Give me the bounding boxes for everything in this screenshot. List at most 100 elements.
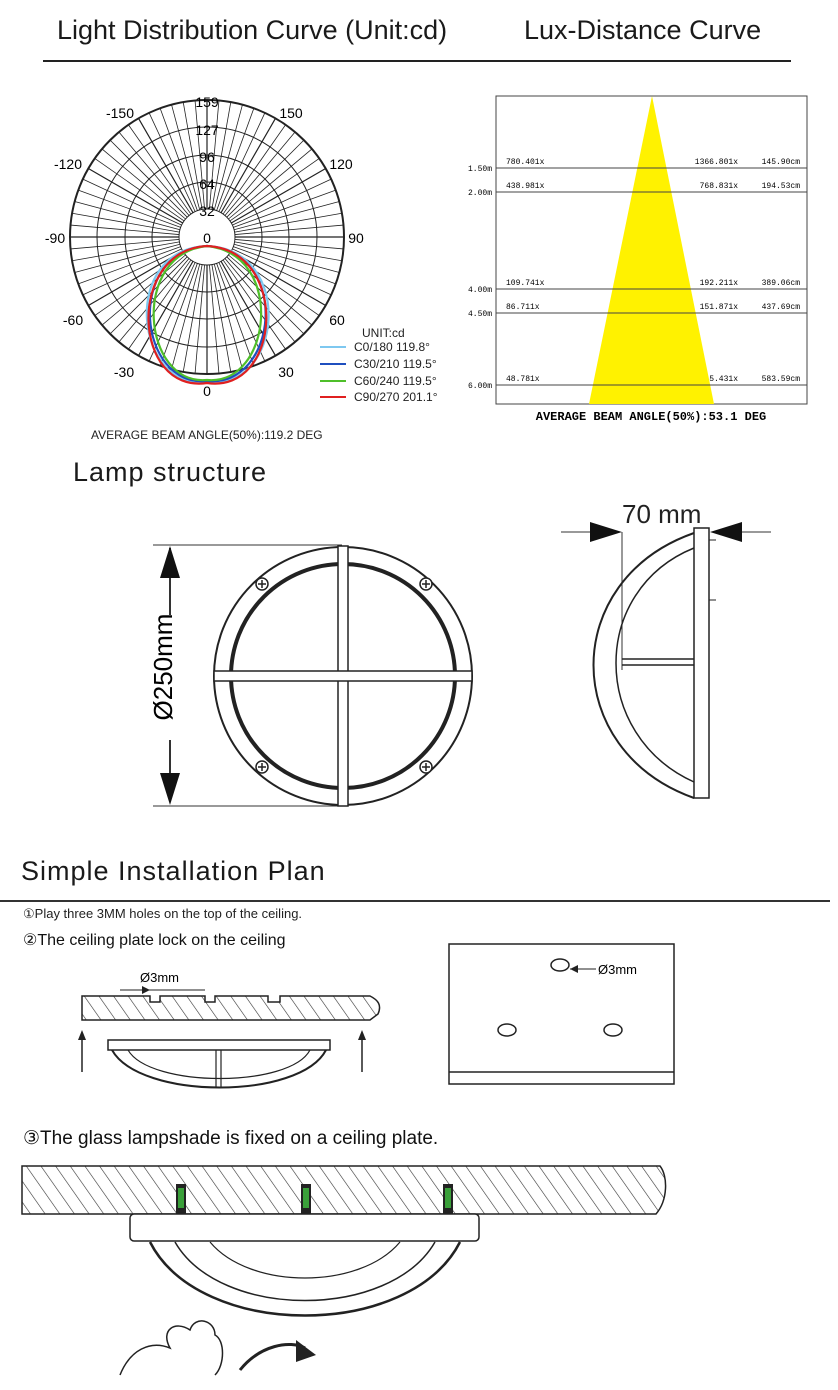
polar-spoke	[101, 148, 186, 220]
polar-curves	[145, 244, 270, 385]
angle-label-60: 60	[329, 312, 345, 328]
polar-spoke	[228, 148, 313, 220]
lux-left-value: 86.711x	[506, 303, 540, 312]
polar-spoke	[82, 248, 182, 296]
lux-left-value: 438.981x	[506, 182, 545, 191]
polar-spoke	[171, 104, 201, 211]
lux-left-value: 780.401x	[506, 158, 545, 167]
polar-spoke	[229, 158, 320, 222]
lux-left-value: 109.741x	[506, 279, 545, 288]
polar-spoke	[234, 239, 344, 250]
curve-c90-270	[147, 244, 268, 385]
legend-label: C30/210 119.5°	[354, 357, 437, 371]
lux-mid-value: 151.871x	[700, 303, 739, 312]
lux-mid-value: 192.211x	[700, 279, 739, 288]
polar-spoke	[222, 259, 286, 350]
polar-spoke	[70, 224, 180, 235]
polar-spoke	[128, 259, 192, 350]
polar-spoke	[194, 264, 205, 374]
polar-grid	[69, 99, 345, 375]
polar-spoke	[137, 260, 194, 356]
angle-label-minus60: -60	[63, 312, 83, 328]
lux-right-value: 389.06cm	[762, 279, 801, 288]
polar-spoke	[74, 243, 181, 273]
polar-spoke	[230, 167, 326, 224]
polar-spoke	[233, 201, 340, 231]
ceiling-drill-diagram: Ø3mm Ø3mm	[78, 943, 675, 1089]
lux-mid-value: 5.431x	[709, 375, 738, 384]
legend-entry: C60/240 119.5°	[320, 374, 437, 388]
lux-right-value: 145.90cm	[762, 158, 801, 167]
lux-distance-label: 4.50m	[468, 310, 492, 319]
legend-swatch	[320, 396, 346, 398]
angle-label-minus90: -90	[45, 230, 65, 246]
polar-chart: 159 127 96 64 32 0 -150 150 -120 120 -90…	[45, 94, 364, 399]
lux-distance-label: 2.00m	[468, 189, 492, 198]
polar-spoke	[137, 118, 194, 214]
polar-spoke	[194, 100, 205, 210]
polar-spoke	[211, 264, 232, 372]
lux-cone	[589, 96, 714, 404]
legend-label: C90/270 201.1°	[354, 390, 438, 404]
polar-spoke	[226, 256, 305, 335]
polar-spoke	[148, 112, 196, 212]
lamp-structure-title: Lamp structure	[73, 457, 268, 487]
angle-label-0: 0	[203, 383, 211, 399]
radial-label-96: 96	[199, 149, 215, 165]
radial-label-64: 64	[199, 176, 215, 192]
polar-spoke	[159, 108, 198, 211]
polar-spoke	[78, 246, 181, 285]
step-3-text: ③The glass lampshade is fixed on a ceili…	[23, 1128, 439, 1149]
radial-label-0: 0	[203, 230, 211, 246]
radial-label-32: 32	[199, 203, 215, 219]
legend-entry: C30/210 119.5°	[320, 357, 437, 371]
lamp-front-view: Ø250mm	[148, 544, 473, 807]
lux-right-value: 194.53cm	[762, 182, 801, 191]
lamp-side-view	[561, 522, 771, 799]
header-divider	[43, 60, 791, 62]
lux-distance-label: 6.00m	[468, 382, 492, 391]
lux-distance-label: 1.50m	[468, 165, 492, 174]
polar-spoke	[234, 224, 344, 235]
angle-label-90: 90	[348, 230, 364, 246]
polar-spoke	[159, 263, 198, 366]
polar-spoke	[72, 212, 180, 233]
polar-beam-angle: AVERAGE BEAM ANGLE(50%):119.2 DEG	[91, 428, 323, 442]
polar-spoke	[74, 201, 181, 231]
legend-entry: C0/180 119.8°	[320, 340, 430, 354]
polar-spoke	[232, 178, 332, 226]
polar-spoke	[234, 241, 342, 262]
polar-spoke	[94, 158, 185, 222]
legend-label: C60/240 119.5°	[354, 374, 437, 388]
polar-spoke	[182, 264, 203, 372]
light-distribution-title: Light Distribution Curve (Unit:cd)	[57, 15, 448, 45]
radial-label-127: 127	[195, 122, 219, 138]
legend-swatch	[320, 363, 346, 365]
polar-spoke	[220, 260, 277, 356]
radial-label-159: 159	[195, 94, 219, 110]
lampshade-mount-diagram	[21, 1165, 667, 1376]
polar-spoke	[226, 139, 305, 218]
polar-spoke	[228, 254, 313, 326]
polar-spoke	[218, 262, 266, 362]
lux-right-value: 583.59cm	[762, 375, 801, 384]
angle-label-minus30: -30	[114, 364, 134, 380]
hole-diameter-label-2: Ø3mm	[598, 962, 637, 977]
curve-c60-240	[152, 244, 263, 382]
lux-distance-title: Lux-Distance Curve	[524, 15, 762, 45]
polar-spoke	[82, 178, 182, 226]
polar-spoke	[209, 100, 220, 210]
installation-divider	[0, 900, 830, 902]
polar-spoke	[211, 102, 232, 210]
polar-spoke	[232, 248, 332, 296]
lux-mid-value: 1366.801x	[695, 158, 738, 167]
lux-right-value: 437.69cm	[762, 303, 801, 312]
depth-label: 70 mm	[622, 499, 702, 529]
legend-label: C0/180 119.8°	[354, 340, 430, 354]
polar-spoke	[182, 102, 203, 210]
polar-spoke	[216, 263, 255, 366]
step-1-text: ①Play three 3MM holes on the top of the …	[23, 906, 303, 921]
screw-icons	[255, 577, 433, 774]
polar-spoke	[118, 131, 190, 216]
